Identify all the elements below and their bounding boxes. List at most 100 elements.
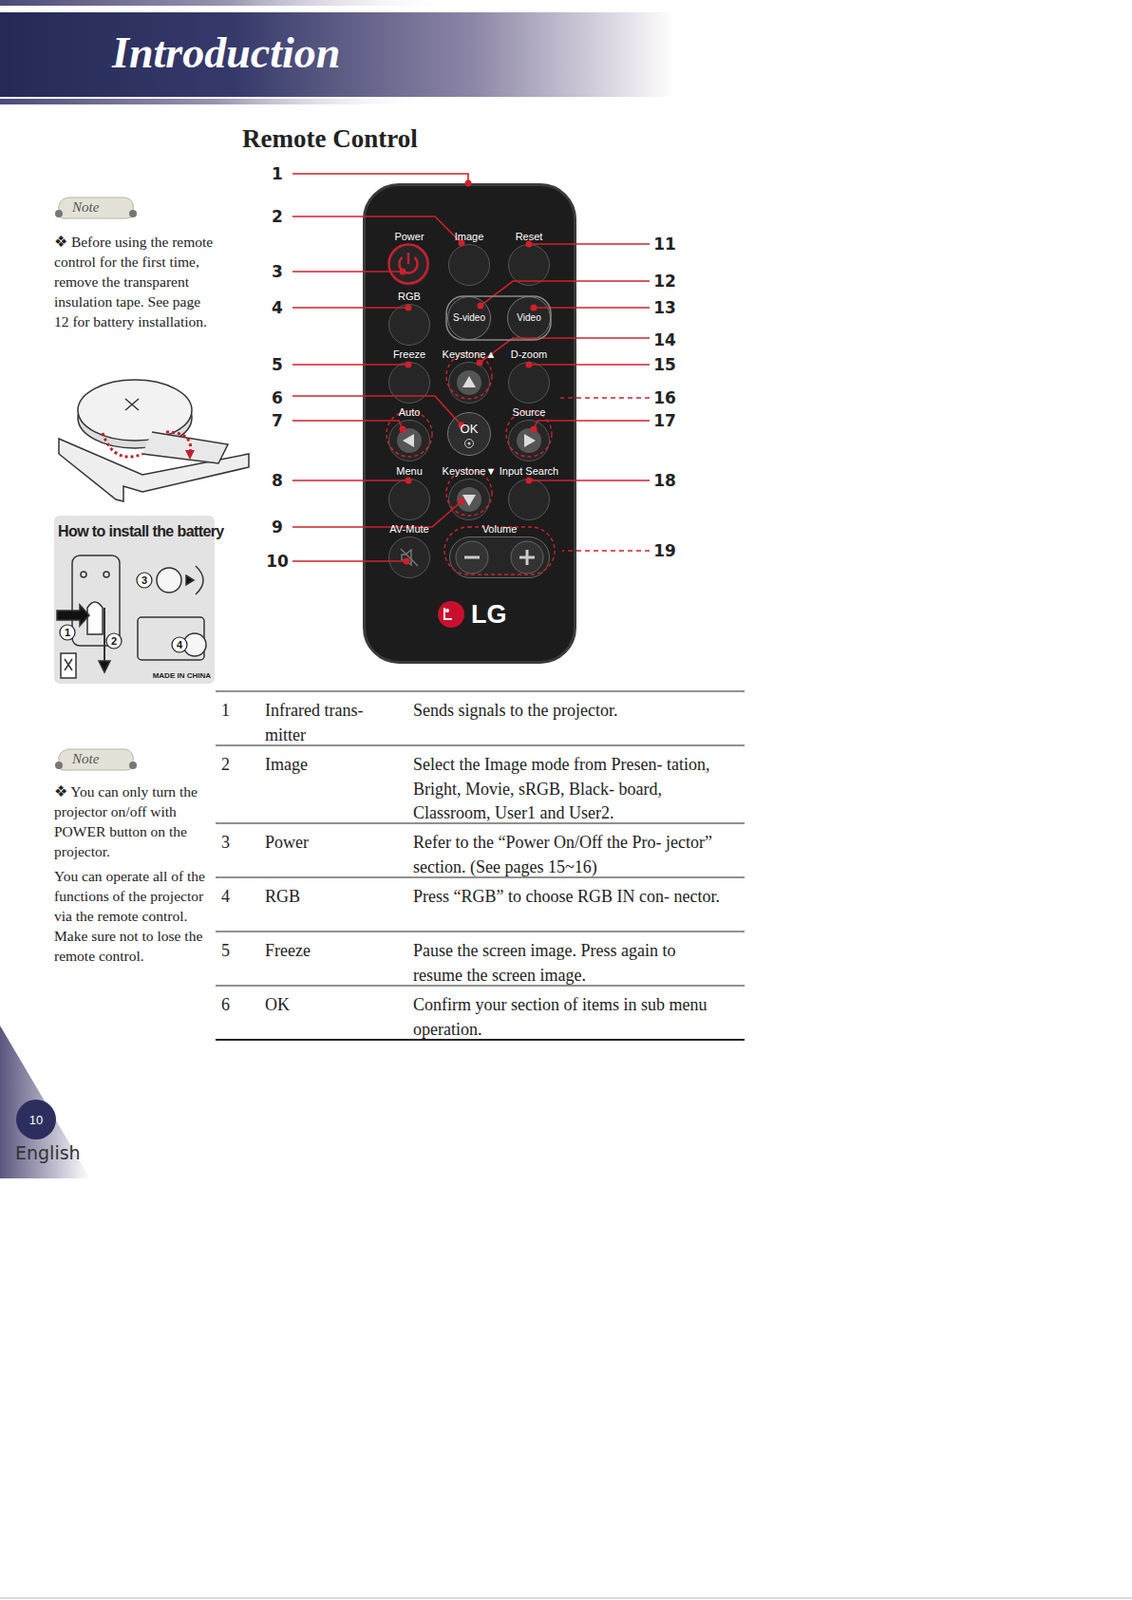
top-stripe <box>0 0 456 6</box>
header-title: Introduction <box>112 27 340 78</box>
callout-number: 6 <box>271 388 283 408</box>
button-circle <box>388 478 431 521</box>
step-number: 2 <box>111 635 117 647</box>
remote-button: Menu <box>371 464 448 521</box>
remote-button: Freeze <box>371 347 448 404</box>
remote-button: Source <box>490 405 567 462</box>
page-number: 10 <box>29 1113 43 1128</box>
button-circle <box>388 419 431 462</box>
button-circle <box>508 244 550 286</box>
box-title: How to install the battery <box>57 523 225 541</box>
under-stripe <box>0 98 437 105</box>
made-in-mark: MADE IN CHINA <box>152 671 211 680</box>
battery-instructions-box: How to install the batteryMADE IN CHINA <box>54 515 215 684</box>
remote-button: Reset <box>490 229 567 286</box>
note-heading: Note <box>72 751 99 768</box>
remote-button: Keystone▼ <box>431 464 508 521</box>
button-text: S-video <box>452 311 486 325</box>
callout-number: 13 <box>653 298 677 318</box>
note-text: You can operate all of the functions of … <box>54 866 218 966</box>
callout-number: 15 <box>653 355 677 375</box>
footer-corner <box>0 1025 91 1179</box>
step-number: 4 <box>176 639 183 651</box>
remote-button: AV-Mute <box>371 522 448 579</box>
remote-button: Video <box>507 296 551 340</box>
callout-number: 7 <box>271 411 283 431</box>
table-cell: Freeze <box>264 939 408 964</box>
volume-button: Volume <box>442 522 557 579</box>
table-cell: 6 <box>221 993 250 1019</box>
callout-number: 3 <box>271 262 283 282</box>
volume-pill <box>449 536 550 579</box>
note-banner <box>55 197 137 219</box>
button-label: Menu <box>396 464 423 478</box>
table-rules <box>215 691 745 1040</box>
callout-number: 19 <box>653 541 677 561</box>
button-label: Power <box>394 229 424 244</box>
table-cell: Infrared trans- mitter <box>264 698 408 748</box>
callout-number: 9 <box>271 517 283 537</box>
table-cell: Sends signals to the projector. <box>413 698 727 724</box>
remote-button: RGB <box>371 289 448 346</box>
table-cell: 1 <box>221 698 250 724</box>
button-label: RGB <box>397 289 421 303</box>
callout-number: 17 <box>653 411 677 431</box>
callout-number: 5 <box>271 355 283 375</box>
callout-number: 1 <box>271 164 283 184</box>
button-circle: Video <box>507 296 551 340</box>
button-label: Freeze <box>393 347 426 361</box>
header-band: Introduction <box>0 12 675 97</box>
button-label: Auto <box>398 405 421 419</box>
language-label: English <box>15 1142 81 1164</box>
button-circle <box>448 244 491 286</box>
callout-leaders <box>292 173 650 562</box>
remote-button: D-zoom <box>490 347 567 404</box>
table-cell: 3 <box>221 830 250 856</box>
ok-symbol <box>463 435 475 448</box>
button-label: Keystone▲ <box>442 347 497 361</box>
note-text: ❖ Before using the remote control for th… <box>54 231 214 332</box>
remote-button: Input Search <box>490 464 567 521</box>
note-heading: Note <box>72 199 99 216</box>
remote-body: LGPowerImageResetRGBS-videoVideoFreezeKe… <box>362 183 577 664</box>
callout-number: 8 <box>271 471 283 491</box>
av-group-outline <box>446 296 551 340</box>
button-circle <box>448 478 491 521</box>
table-cell: 4 <box>221 885 250 910</box>
callout-number: 12 <box>653 271 677 291</box>
callout-dots <box>399 180 538 566</box>
table-cell: Image <box>264 753 408 778</box>
remote-button: Power <box>371 229 448 286</box>
table-cell: Refer to the “Power On/Off the Pro- ject… <box>413 830 727 880</box>
button-circle <box>508 478 550 521</box>
step-number: 3 <box>141 574 148 586</box>
button-label: Keystone▼ <box>442 464 497 478</box>
ok-button: OK <box>447 412 491 456</box>
button-label: Source <box>512 405 547 419</box>
button-label: Reset <box>515 229 544 244</box>
battery-install-art <box>56 555 207 679</box>
button-text: OK <box>460 421 479 436</box>
coin-battery-illustration <box>58 379 249 502</box>
callout-number: 14 <box>653 330 677 350</box>
button-label: AV-Mute <box>389 522 429 536</box>
brand-logo: LG <box>471 600 508 630</box>
button-label: Volume <box>482 522 518 536</box>
button-circle <box>388 536 431 579</box>
table-cell: Confirm your section of items in sub men… <box>413 993 727 1042</box>
table-cell: Power <box>264 830 408 856</box>
button-circle <box>448 361 491 404</box>
callout-number: 4 <box>271 298 283 318</box>
callout-number: 11 <box>653 234 677 254</box>
battery-number-circles <box>59 572 188 653</box>
button-label: Input Search <box>499 464 559 478</box>
button-text: Video <box>516 311 541 325</box>
callout-number: 10 <box>265 551 289 571</box>
note-banner <box>55 749 137 771</box>
bottom-rule <box>0 1598 1132 1600</box>
callout-number: 2 <box>271 207 283 227</box>
button-circle: OK <box>447 412 491 456</box>
step-number: 1 <box>64 626 71 639</box>
table-cell: 5 <box>221 939 250 964</box>
button-circle <box>388 361 431 404</box>
